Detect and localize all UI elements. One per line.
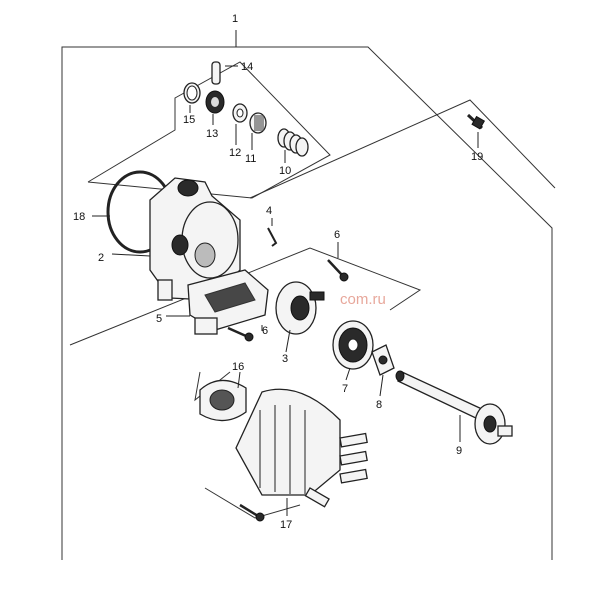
callout-13: 13: [206, 128, 218, 140]
watermark-text: com.ru: [340, 291, 386, 308]
rotor-16: [199, 379, 247, 422]
screw-19: [466, 113, 486, 130]
collar-11: [249, 112, 267, 134]
cap-screw: [239, 503, 265, 522]
callout-11: 11: [245, 153, 256, 165]
callout-3: 3: [282, 353, 288, 365]
callout-12: 12: [229, 147, 241, 159]
housing-2: [149, 177, 241, 301]
callout-6-lower: 6: [262, 325, 268, 337]
retainer-8: [371, 344, 395, 376]
pickup-coil-3: [275, 281, 325, 335]
callout-5: 5: [156, 313, 162, 325]
shaft-9: [395, 370, 513, 445]
distributor-cap-17: [235, 388, 368, 508]
callout-9: 9: [456, 445, 462, 457]
callout-17: 17: [280, 519, 292, 531]
callout-8: 8: [376, 399, 382, 411]
spring-10: [277, 128, 309, 157]
callout-18: 18: [73, 211, 85, 223]
screw-6-lower: [227, 326, 254, 342]
callout-2: 2: [98, 252, 104, 264]
bushing-13: [205, 90, 225, 114]
callout-16: 16: [232, 361, 244, 373]
callout-15: 15: [183, 114, 195, 126]
module-5: [187, 269, 269, 335]
callout-14: 14: [241, 61, 253, 73]
leader-lines: [92, 65, 479, 516]
clip-4: [267, 227, 278, 247]
callout-6-upper: 6: [334, 229, 340, 241]
o-ring-15: [183, 82, 201, 104]
callout-labels: 1 2 3 4 5 6 6 7 8 9 10 11 12 13 14 15 16…: [73, 13, 483, 531]
screw-6-upper: [327, 259, 349, 282]
callout-10: 10: [279, 165, 291, 177]
pin-14: [211, 61, 221, 85]
washer-12: [232, 103, 248, 123]
pole-piece-7: [332, 320, 374, 370]
callout-4: 4: [266, 205, 272, 217]
callout-1: 1: [232, 13, 238, 25]
callout-19: 19: [471, 151, 483, 163]
callout-7: 7: [342, 383, 348, 395]
